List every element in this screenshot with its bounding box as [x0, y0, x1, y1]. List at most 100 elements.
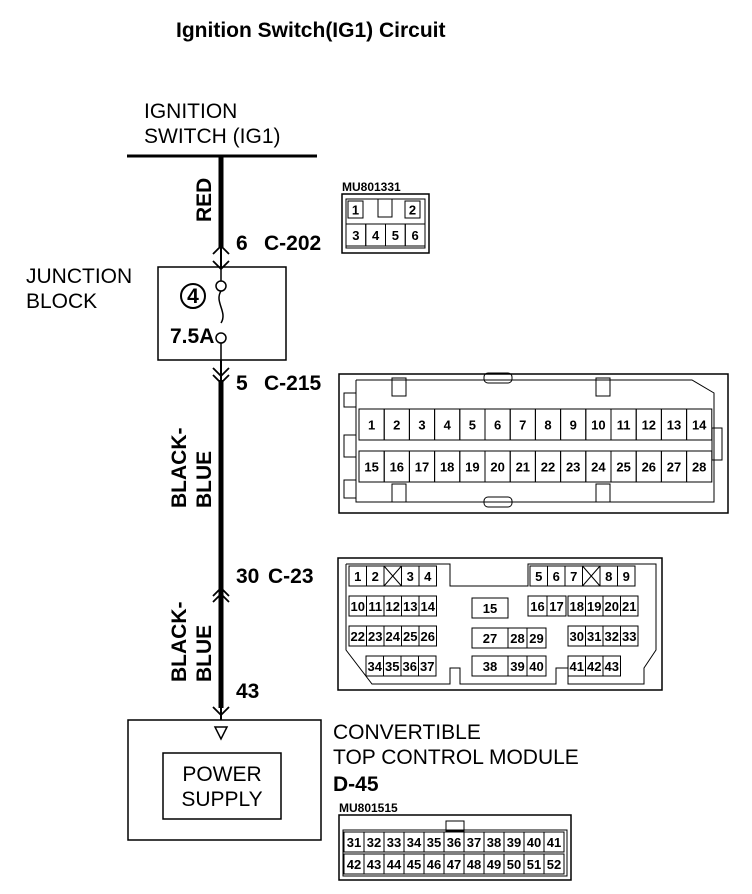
c202-pin: 2: [404, 200, 421, 219]
d45-pin: 40: [523, 831, 545, 853]
svg-text:26: 26: [642, 460, 656, 475]
svg-text:35: 35: [385, 659, 399, 674]
c202-pin: 5: [385, 223, 406, 247]
d45-pin: 37: [463, 831, 485, 853]
c215-pin: 23: [560, 450, 587, 483]
svg-text:9: 9: [623, 569, 630, 584]
power-arrow-icon: [213, 726, 229, 741]
c202-pin: 1: [347, 200, 364, 219]
c23-pin: 11: [366, 595, 385, 617]
svg-text:32: 32: [367, 835, 381, 850]
svg-text:43: 43: [605, 659, 619, 674]
svg-text:25: 25: [403, 629, 417, 644]
c202-part-number: MU801331: [342, 180, 401, 194]
svg-text:38: 38: [487, 835, 501, 850]
svg-text:20: 20: [490, 460, 504, 475]
c215-pin: 2: [383, 408, 410, 441]
c215-pin: 22: [534, 450, 562, 483]
svg-text:31: 31: [347, 835, 361, 850]
c23-pin: 12: [383, 595, 402, 617]
svg-text:39: 39: [507, 835, 521, 850]
c215-pin: 26: [635, 450, 662, 483]
c215-pin: 5: [236, 372, 248, 395]
svg-text:36: 36: [447, 835, 461, 850]
module-label-2: TOP CONTROL MODULE: [333, 746, 579, 769]
svg-text:15: 15: [364, 460, 378, 475]
c215-pin: 25: [610, 450, 637, 483]
svg-text:21: 21: [622, 599, 636, 614]
c215-pin: 17: [408, 450, 436, 483]
fuse-number: 4: [187, 285, 199, 308]
svg-text:13: 13: [667, 418, 681, 433]
svg-text:14: 14: [692, 418, 707, 433]
c215-pin: 24: [585, 450, 612, 483]
svg-text:18: 18: [440, 460, 454, 475]
svg-text:29: 29: [529, 631, 543, 646]
c23-pin: 35: [383, 655, 402, 677]
svg-text:1: 1: [352, 203, 359, 218]
svg-text:45: 45: [407, 857, 421, 872]
d45-pin: 39: [503, 831, 525, 853]
d45-pin: 42: [343, 853, 365, 875]
c23-pin: 37: [418, 655, 437, 677]
svg-text:32: 32: [605, 629, 619, 644]
c23-pin: 6: [547, 565, 566, 587]
c23-pin: 4: [418, 565, 437, 587]
svg-text:42: 42: [347, 857, 361, 872]
c23-pin: 2: [366, 565, 385, 587]
svg-text:1: 1: [368, 418, 375, 433]
svg-text:7: 7: [519, 418, 526, 433]
svg-text:36: 36: [403, 659, 417, 674]
c215-pin: 1: [358, 408, 385, 441]
svg-text:5: 5: [392, 228, 399, 243]
svg-text:4: 4: [372, 228, 380, 243]
d45-pin: 36: [443, 831, 465, 853]
d45-pin: 47: [443, 853, 465, 875]
svg-text:21: 21: [516, 460, 530, 475]
d45-pin: 45: [403, 853, 425, 875]
d45-part-number: MU801515: [339, 801, 398, 815]
d45-pin: 38: [483, 831, 505, 853]
d45-pin: 35: [423, 831, 445, 853]
c215-pin: 12: [635, 408, 662, 441]
svg-text:46: 46: [427, 857, 441, 872]
d45-pin: 33: [383, 831, 405, 853]
svg-text:6: 6: [494, 418, 501, 433]
d45-pin: 41: [543, 831, 565, 853]
c23-pin: 23: [366, 625, 385, 647]
c215-pin: 8: [534, 408, 562, 441]
junction-block-label-2: BLOCK: [26, 290, 97, 313]
svg-text:24: 24: [386, 629, 401, 644]
svg-text:14: 14: [421, 599, 436, 614]
c23-pin: 7: [564, 565, 583, 587]
svg-text:44: 44: [387, 857, 402, 872]
c23-pin: 5: [529, 565, 548, 587]
d45-pin: 31: [343, 831, 365, 853]
c202-pin: 4: [365, 223, 386, 247]
c23-pin: 19: [585, 595, 604, 617]
power-supply-label-1: POWER: [182, 763, 261, 786]
svg-text:12: 12: [642, 418, 656, 433]
svg-text:17: 17: [415, 460, 429, 475]
c215-pin: 6: [484, 408, 511, 441]
svg-text:26: 26: [421, 629, 435, 644]
c23-pin: 42: [585, 655, 604, 677]
d45-pin: 49: [483, 853, 505, 875]
d45-pin: 51: [523, 853, 545, 875]
c23-pin: 40: [526, 655, 547, 677]
svg-text:35: 35: [427, 835, 441, 850]
c23-pin: 34: [365, 655, 384, 677]
d45-pin: 34: [403, 831, 425, 853]
svg-text:49: 49: [487, 857, 501, 872]
svg-text:5: 5: [469, 418, 476, 433]
svg-text:40: 40: [529, 659, 543, 674]
junction-block-label-1: JUNCTION: [26, 265, 132, 288]
svg-text:22: 22: [351, 629, 365, 644]
c202-pin: 3: [345, 223, 367, 247]
connector-chevrons: [212, 244, 230, 717]
svg-text:13: 13: [403, 599, 417, 614]
c23-pin: 31: [585, 625, 604, 647]
svg-text:2: 2: [372, 569, 379, 584]
c215-pin: 7: [509, 408, 536, 441]
